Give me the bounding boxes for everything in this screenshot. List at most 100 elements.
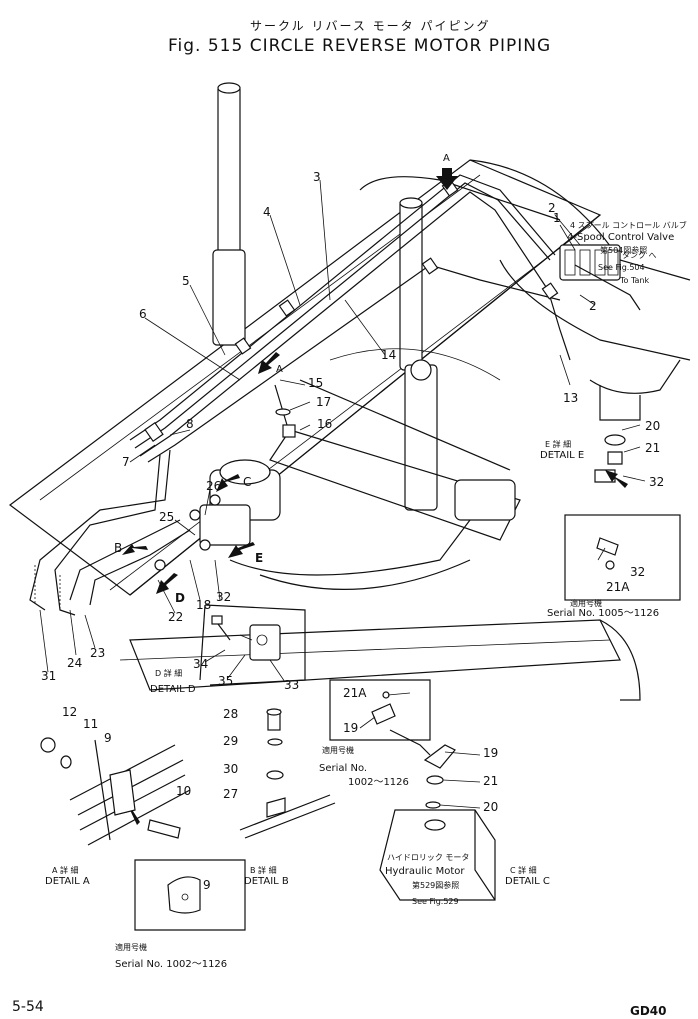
detail-b-label: DETAIL B [244, 876, 289, 887]
callout-20b: 20 [483, 800, 498, 814]
arrow-label-a: A [443, 153, 450, 164]
detail-d-jp: D 詳 細 [155, 668, 182, 678]
motor-ref-jp: 第529図参照 [412, 880, 459, 890]
callout-21a-b: 21A [606, 580, 630, 594]
serial-3: Serial No. 1002～1126 [115, 959, 227, 970]
valve-ref-jp: 第504図参照 [600, 245, 647, 255]
callout-18: 18 [196, 598, 211, 612]
detail-a [40, 737, 191, 846]
callout-33: 33 [284, 678, 299, 692]
arrow-letters: A A B C D E [114, 153, 450, 605]
callout-34: 34 [193, 657, 208, 671]
callout-24: 24 [67, 656, 82, 670]
tank-label: To Tank [619, 276, 650, 285]
tank-component [589, 359, 681, 421]
detail-d-label: DETAIL D [150, 684, 196, 695]
callout-2b: 2 [589, 299, 597, 313]
arrow-label-e: E [255, 551, 263, 565]
callout-6: 6 [139, 307, 147, 321]
callout-23: 23 [90, 646, 105, 660]
callout-26: 26 [206, 479, 221, 493]
arrow-label-b: B [114, 541, 122, 555]
callout-numbers: 1 2 3 4 5 6 7 8 14 15 16 17 13 2 20 21 3… [41, 170, 664, 892]
arrow-label-d: D [175, 591, 185, 605]
callout-21b: 21 [483, 774, 498, 788]
callout-3: 3 [313, 170, 321, 184]
callout-31: 31 [41, 669, 56, 683]
callout-29: 29 [223, 734, 238, 748]
callout-11: 11 [83, 717, 98, 731]
valve-label-jp: 4 スプール コントロール バルブ [570, 220, 687, 230]
callout-4: 4 [263, 205, 271, 219]
arrow-label-a2: A [276, 364, 283, 375]
callout-17: 17 [316, 395, 331, 409]
callout-20: 20 [645, 419, 660, 433]
detail-b [239, 708, 336, 839]
detail-e-box [564, 434, 681, 601]
callout-25: 25 [159, 510, 174, 524]
callout-9b: 9 [203, 878, 211, 892]
detail-a-inset [134, 859, 246, 931]
motor-fittings [154, 494, 221, 571]
motor-ref: See Fig.529 [412, 897, 459, 906]
callout-16: 16 [317, 417, 332, 431]
callout-7: 7 [122, 455, 130, 469]
detail-e-jp: E 詳 細 [545, 439, 571, 449]
callout-21a: 21A [343, 686, 367, 700]
detail-a-label: DETAIL A [45, 876, 90, 887]
model-code: GD40 [630, 1004, 667, 1018]
serial-2-label: Serial No. [319, 763, 367, 774]
detail-c-motor [379, 744, 496, 901]
callout-14: 14 [381, 348, 396, 362]
tank-label-jp: タンク へ [622, 251, 657, 260]
control-valve [559, 244, 621, 281]
detail-c-label: DETAIL C [505, 876, 550, 887]
valve-label: 4-Spool Control Valve [567, 232, 674, 243]
bolt-15-16-17 [274, 384, 296, 438]
applicable-jp-3: 適用号機 [115, 942, 147, 952]
callout-19: 19 [343, 721, 358, 735]
figure-title: Fig. 515 CIRCLE REVERSE MOTOR PIPING [168, 36, 552, 56]
serial-1: Serial No. 1005～1126 [547, 608, 659, 619]
flex-hoses [29, 449, 191, 616]
callout-1: 1 [553, 211, 561, 225]
annotation-texts: 4 スプール コントロール バルブ 4-Spool Control Valve … [45, 220, 687, 970]
leader-lines [39, 179, 646, 809]
callout-12: 12 [62, 705, 77, 719]
callout-35: 35 [218, 674, 233, 688]
right-lift-cylinder [399, 197, 438, 511]
callout-19b: 19 [483, 746, 498, 760]
title-japanese: サークル リバース モータ パイピング [250, 19, 491, 33]
page-number: 5-54 [12, 999, 44, 1015]
callout-27: 27 [223, 787, 238, 801]
left-lift-cylinder [212, 82, 246, 346]
detail-d-box [199, 604, 306, 686]
callout-5: 5 [182, 274, 190, 288]
callout-30: 30 [223, 762, 238, 776]
callout-2: 2 [548, 201, 556, 215]
detail-c-jp: C 詳 細 [510, 865, 537, 875]
callout-22: 22 [168, 610, 183, 624]
detail-a-jp: A 詳 細 [52, 865, 79, 875]
callout-32b: 32 [216, 590, 231, 604]
serial-2-range: 1002～1126 [348, 777, 409, 788]
callout-13: 13 [563, 391, 578, 405]
callout-32: 32 [649, 475, 664, 489]
motor-label-jp: ハイドロリック モータ [387, 853, 469, 862]
callout-9: 9 [104, 731, 112, 745]
callout-28: 28 [223, 707, 238, 721]
detail-c-inset [329, 679, 431, 756]
callout-8: 8 [186, 417, 194, 431]
detail-e-label: DETAIL E [540, 450, 584, 461]
callout-21: 21 [645, 441, 660, 455]
valve-ref: See Fig.504 [598, 263, 645, 272]
applicable-jp-2: 適用号機 [322, 745, 354, 755]
applicable-jp-1: 適用号機 [570, 598, 602, 608]
callout-10: 10 [176, 784, 191, 798]
callout-15: 15 [308, 376, 323, 390]
callout-32c: 32 [630, 565, 645, 579]
circle-and-drawbar [229, 348, 521, 590]
arrow-label-c: C [243, 475, 251, 489]
detail-b-jp: B 詳 細 [250, 865, 277, 875]
